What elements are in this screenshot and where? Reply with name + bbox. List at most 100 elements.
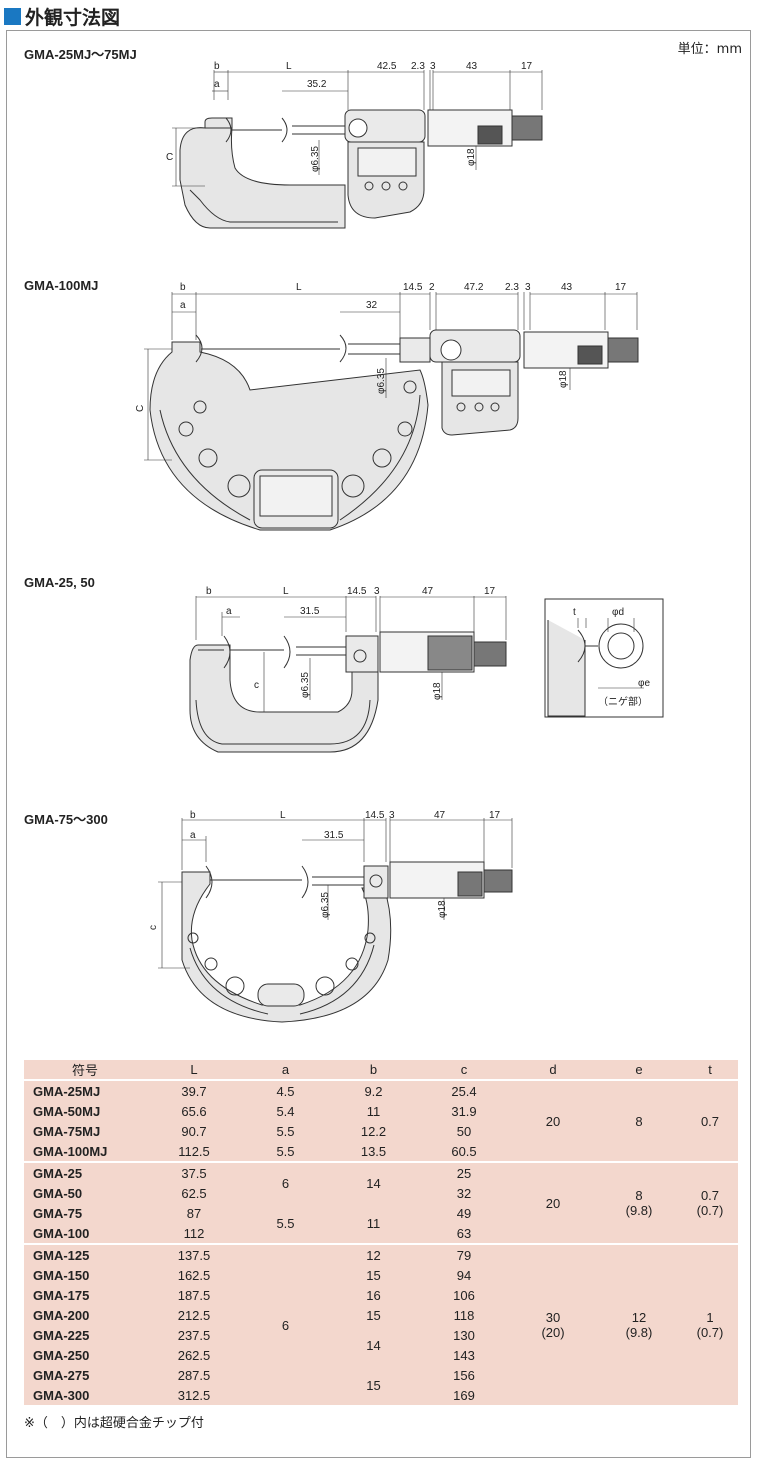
cell-c: 49 xyxy=(418,1203,510,1223)
dim-a-2: a xyxy=(180,300,186,311)
detail-phid: φd xyxy=(612,607,624,618)
drawing-frame xyxy=(6,30,751,1458)
cell-model: GMA-225 xyxy=(24,1325,146,1345)
dim-L-2: L xyxy=(296,282,302,293)
cell-c: 50 xyxy=(418,1121,510,1141)
cell-model: GMA-175 xyxy=(24,1285,146,1305)
dim-b-4: b xyxy=(190,810,196,821)
dim-a-1: a xyxy=(214,79,220,90)
dim-17-3: 17 xyxy=(484,586,496,597)
detail-nige: （ニゲ部） xyxy=(598,695,648,708)
model-label-4: GMA-75～300 xyxy=(24,812,108,827)
cell-model: GMA-200 xyxy=(24,1305,146,1325)
table-row: GMA-200 212.5 15 118 xyxy=(24,1305,738,1325)
dim-47-3: 47 xyxy=(422,586,434,597)
model-label-3: GMA-25, 50 xyxy=(24,575,95,590)
cell-model: GMA-275 xyxy=(24,1365,146,1385)
col-header: 符号 xyxy=(24,1060,146,1079)
table-row: GMA-75 87 5.5 11 49 xyxy=(24,1203,738,1243)
dim-42-1: 42.5 xyxy=(377,61,397,72)
cell-model: GMA-250 xyxy=(24,1345,146,1365)
col-header: L xyxy=(146,1060,242,1079)
cell-model: GMA-25MJ xyxy=(24,1081,146,1101)
cell-c: 25 xyxy=(418,1163,510,1183)
cell-t-g2: 0.7(0.7) xyxy=(682,1163,738,1243)
cell-L: 62.5 xyxy=(146,1183,242,1203)
cell-d-g1: 20 xyxy=(510,1081,596,1161)
cell-L: 90.7 xyxy=(146,1121,242,1141)
cell-L: 287.5 xyxy=(146,1365,242,1385)
cell-c: 63 xyxy=(418,1223,510,1243)
dim-145-3: 14.5 xyxy=(347,586,367,597)
dim-c-1: C xyxy=(166,152,173,163)
cell-a: 5.5 xyxy=(242,1121,329,1141)
cell-c: 60.5 xyxy=(418,1141,510,1161)
cell-e-g3: 12(9.8) xyxy=(596,1245,682,1405)
dimension-drawings: b L a 42.5 2.3 3 43 17 35.2 C φ6.35 φ18 xyxy=(135,61,664,1023)
model-label-2: GMA-100MJ xyxy=(24,278,99,293)
dim-c-3: c xyxy=(254,680,259,691)
dim-3-4: 3 xyxy=(389,810,395,821)
cell-a: 5.5 xyxy=(242,1141,329,1161)
cell-c: 118 xyxy=(418,1305,510,1325)
cell-L: 312.5 xyxy=(146,1385,242,1405)
dim-472-2: 47.2 xyxy=(464,282,484,293)
cell-b: 16 xyxy=(329,1285,418,1305)
dim-3-3: 3 xyxy=(374,586,380,597)
col-header: e xyxy=(596,1060,682,1079)
cell-b: 9.2 xyxy=(329,1081,418,1101)
dim-L-3: L xyxy=(283,586,289,597)
dim-23-2: 2.3 xyxy=(505,282,519,293)
table-header-row: 符号 L a b c d e t xyxy=(24,1060,738,1079)
cell-c: 79 xyxy=(418,1245,510,1265)
col-header: a xyxy=(242,1060,329,1079)
dim-a-3: a xyxy=(226,606,232,617)
cell-model: GMA-50 xyxy=(24,1183,146,1203)
cell-b-g2a: 14 xyxy=(329,1163,418,1203)
blue-square-icon xyxy=(4,7,21,25)
cell-L: 37.5 xyxy=(146,1163,242,1183)
dim-phi18-3: φ18 xyxy=(432,682,443,700)
dim-b-3: b xyxy=(206,586,212,597)
cell-L: 137.5 xyxy=(146,1245,242,1265)
dim-3-2: 3 xyxy=(525,282,531,293)
dim-145-4: 14.5 xyxy=(365,810,385,821)
dim-17-4: 17 xyxy=(489,810,501,821)
cell-e-g1: 8 xyxy=(596,1081,682,1161)
cell-b-g3a: 14 xyxy=(329,1325,418,1365)
col-header: c xyxy=(418,1060,510,1079)
dim-17-1: 17 xyxy=(521,61,533,72)
dim-145-2: 14.5 xyxy=(403,282,423,293)
cell-a: 4.5 xyxy=(242,1081,329,1101)
detail-phie: φe xyxy=(638,678,650,689)
dim-43-2: 43 xyxy=(561,282,573,293)
cell-L: 87 xyxy=(146,1203,242,1223)
dim-315-4: 31.5 xyxy=(324,830,344,841)
dim-L-1: L xyxy=(286,61,292,72)
cell-b: 15 xyxy=(329,1265,418,1285)
dim-315-3: 31.5 xyxy=(300,606,320,617)
dim-phi635-4: φ6.35 xyxy=(320,892,331,918)
spec-table: 符号 L a b c d e t GMA-25MJ 39.7 4.5 9.2 2… xyxy=(24,1060,738,1405)
drawing-gma-75-300 xyxy=(158,818,513,1023)
cell-c: 156 xyxy=(418,1365,510,1385)
cell-b-g3b: 15 xyxy=(329,1365,418,1405)
cell-model: GMA-125 xyxy=(24,1245,146,1265)
table-row: GMA-100 112 63 xyxy=(24,1223,738,1243)
table-row: GMA-125 137.5 6 12 79 30(20) 12(9.8) 1(0… xyxy=(24,1245,738,1405)
table-row: GMA-275 287.5 15 156 xyxy=(24,1365,738,1405)
drawing-gma-25mj xyxy=(172,70,543,229)
cell-b: 13.5 xyxy=(329,1141,418,1161)
cell-a-g2b: 5.5 xyxy=(242,1203,329,1243)
dim-43-1: 43 xyxy=(466,61,478,72)
cell-L: 112.5 xyxy=(146,1141,242,1161)
dim-a-4: a xyxy=(190,830,196,841)
section-title: 外観寸法図 xyxy=(25,6,121,29)
section-heading: 外観寸法図 xyxy=(4,4,121,29)
cell-b-g2b: 11 xyxy=(329,1203,418,1243)
dim-32-2: 32 xyxy=(366,300,378,311)
cell-e-g2: 8(9.8) xyxy=(596,1163,682,1243)
cell-d-g2: 20 xyxy=(510,1163,596,1243)
table-row: GMA-50MJ 65.6 5.4 11 31.9 xyxy=(24,1101,738,1121)
drawing-gma-25-50 xyxy=(189,596,664,753)
